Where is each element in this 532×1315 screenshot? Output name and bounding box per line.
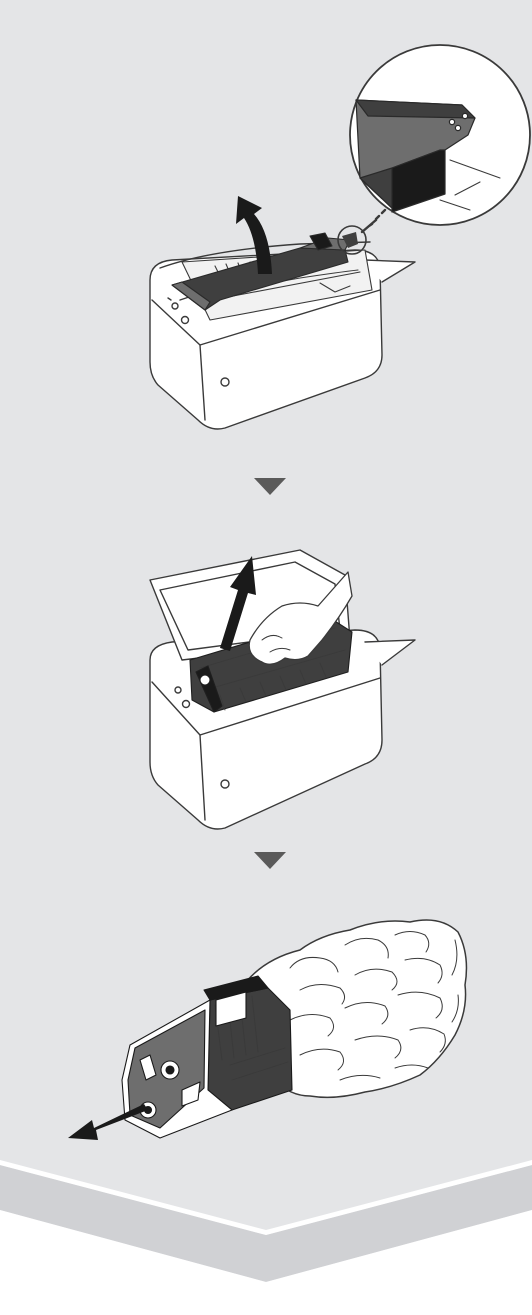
instruction-panel [0, 0, 532, 1315]
instruction-illustration [0, 0, 532, 1315]
